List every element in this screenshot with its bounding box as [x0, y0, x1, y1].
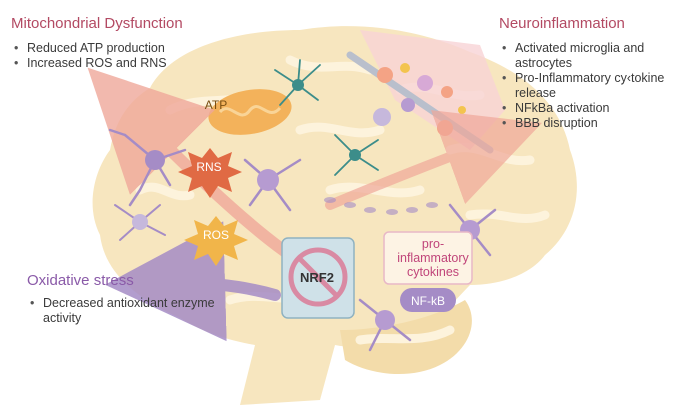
neuron-purple-3: [114, 204, 166, 241]
cytokines-label: pro-inflammatory cytokines: [397, 237, 469, 279]
bullet-item: Pro-Inflammatory cy‹tokine release: [499, 71, 679, 101]
neuron-purple-1: [108, 128, 187, 207]
astrocyte-soma: [292, 79, 304, 91]
bullet-item: Reduced ATP production: [11, 41, 241, 56]
mitochondrial-dysfunction-title: Mitochondrial Dysfunction: [11, 15, 183, 32]
nrf2-label: NRF2: [300, 270, 334, 285]
bullet-item: NFkBa activation: [499, 101, 679, 116]
nfkb-label: NF-kB: [411, 294, 445, 308]
bullet-item: Increased ROS and RNS: [11, 56, 241, 71]
neuroinflammation-title: Neuroinflammation: [499, 15, 625, 32]
inhibit-icon: [288, 247, 348, 307]
neuron-soma: [257, 169, 279, 191]
inhibit-slash: [297, 256, 339, 298]
atp-label: ATP: [204, 98, 228, 112]
oxidative-stress-title: Oxidative stress: [27, 272, 134, 289]
cytokine-box: [383, 231, 473, 285]
neuron-purple-4: [443, 203, 497, 257]
bullet-item: Decreased antioxidant enzyme activity: [27, 296, 227, 326]
purple-arrow-oxidative: [105, 221, 281, 342]
oxidative-bullets: Decreased antioxidant enzyme activity: [27, 296, 227, 326]
neuroinflammation-bullets: Activated microglia and astrocytes Pro-I…: [499, 41, 679, 131]
neuron-purple-2: [243, 158, 302, 212]
rns-star-icon: [178, 148, 242, 198]
ros-star-icon: [184, 216, 248, 266]
ros-label: ROS: [202, 228, 229, 242]
astrocyte-soma: [349, 149, 361, 161]
pink-arrow-right: [325, 110, 542, 210]
neuron-soma: [145, 150, 165, 170]
mitochondrion-cristae: [218, 105, 282, 117]
bullet-item: BBB disruption: [499, 116, 679, 131]
signal-dots: [324, 197, 438, 215]
astrocyte-teal-1: [274, 59, 321, 106]
neuron-soma: [375, 310, 395, 330]
rns-label: RNS: [196, 160, 222, 174]
astrocyte-teal-2: [334, 134, 379, 176]
nfkb-pill: [400, 288, 456, 312]
neuron-soma: [132, 214, 148, 230]
bullet-item: Activated microglia and astrocytes: [499, 41, 679, 71]
mitochondrial-bullets: Reduced ATP production Increased ROS and…: [11, 41, 241, 71]
